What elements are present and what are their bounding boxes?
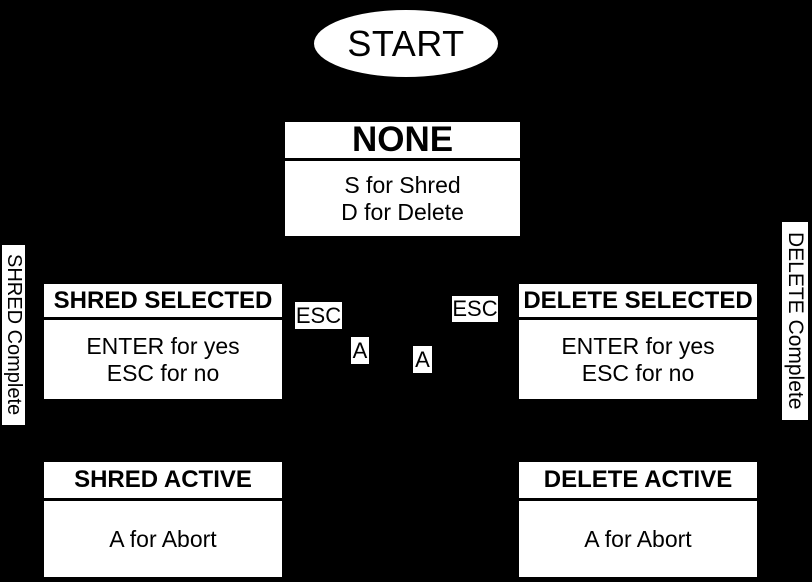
shred-selected-state-line2: ESC for no [106,359,220,386]
shred-active-state-line1: A for Abort [109,525,217,552]
delete-selected-state-body: ENTER for yes ESC for no [519,320,757,399]
delete-active-state-title: DELETE ACTIVE [519,462,757,501]
shred-active-state-node: SHRED ACTIVE A for Abort [44,462,282,577]
delete-selected-state-node: DELETE SELECTED ENTER for yes ESC for no [519,284,757,399]
shred-selected-state-node: SHRED SELECTED ENTER for yes ESC for no [44,284,282,399]
delete-active-state-body: A for Abort [519,501,757,577]
delete-active-state-node: DELETE ACTIVE A for Abort [519,462,757,577]
delete-complete-side-label-text: DELETE Complete [784,232,807,410]
shred-selected-state-title: SHRED SELECTED [44,284,282,320]
shred-active-state-body: A for Abort [44,501,282,577]
shred-complete-side-label-text: SHRED Complete [3,254,25,416]
shred-active-state-title: SHRED ACTIVE [44,462,282,501]
start-state-label: START [347,22,465,64]
delete-complete-side-label: DELETE Complete [782,222,808,420]
edge-label-a-mid: A [413,346,432,373]
edge-label-esc-right: ESC [452,296,498,322]
edge-label-a-left: A [351,337,369,364]
none-state-line1: S for Shred [344,171,461,198]
shred-selected-state-line1: ENTER for yes [86,332,240,359]
shred-selected-state-body: ENTER for yes ESC for no [44,320,282,399]
shred-complete-side-label: SHRED Complete [2,245,25,425]
none-state-title: NONE [285,120,520,161]
edge-label-esc-left: ESC [295,302,342,329]
delete-selected-state-title: DELETE SELECTED [519,284,757,320]
delete-selected-state-line1: ENTER for yes [561,332,715,359]
none-state-line2: D for Delete [341,198,464,225]
delete-selected-state-line2: ESC for no [581,359,695,386]
none-state-body: S for Shred D for Delete [285,161,520,236]
none-state-node: NONE S for Shred D for Delete [285,120,520,236]
start-state-node: START [314,10,498,77]
delete-active-state-line1: A for Abort [584,525,692,552]
